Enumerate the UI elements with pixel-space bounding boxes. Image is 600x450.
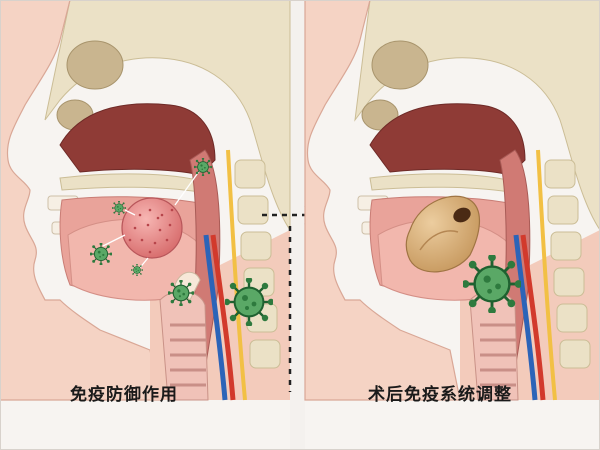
right-nasal-cavity xyxy=(369,103,526,176)
left-frontal-sinus xyxy=(66,40,124,90)
virus-icon xyxy=(112,201,126,215)
left-nasal-cavity xyxy=(59,103,216,176)
left-larynx xyxy=(159,290,209,401)
left-tonsil xyxy=(121,197,183,259)
right-nerve xyxy=(536,149,557,401)
virus-icon xyxy=(131,264,143,276)
left-face xyxy=(0,0,161,401)
right-caption: 术后免疫系统调整 xyxy=(368,385,512,405)
right-vein xyxy=(513,234,538,401)
left-panel xyxy=(0,0,291,450)
virus-icon xyxy=(463,255,521,313)
virus-icon xyxy=(225,278,273,326)
virus-icon xyxy=(90,243,112,265)
right-scar-tissue xyxy=(405,195,481,273)
right-face xyxy=(304,0,461,401)
left-vein xyxy=(203,234,228,401)
right-panel xyxy=(304,0,600,450)
left-caption: 免疫防御作用 xyxy=(70,385,178,405)
right-trachea-rings xyxy=(480,323,516,387)
right-artery xyxy=(520,234,546,401)
left-nerve xyxy=(226,149,247,401)
left-artery xyxy=(210,234,236,401)
virus-icon xyxy=(168,280,194,306)
right-spine xyxy=(544,159,591,369)
right-frontal-sinus xyxy=(371,40,429,90)
left-trachea-rings xyxy=(170,323,206,387)
left-spine xyxy=(234,159,281,369)
virus-icon xyxy=(194,158,212,176)
